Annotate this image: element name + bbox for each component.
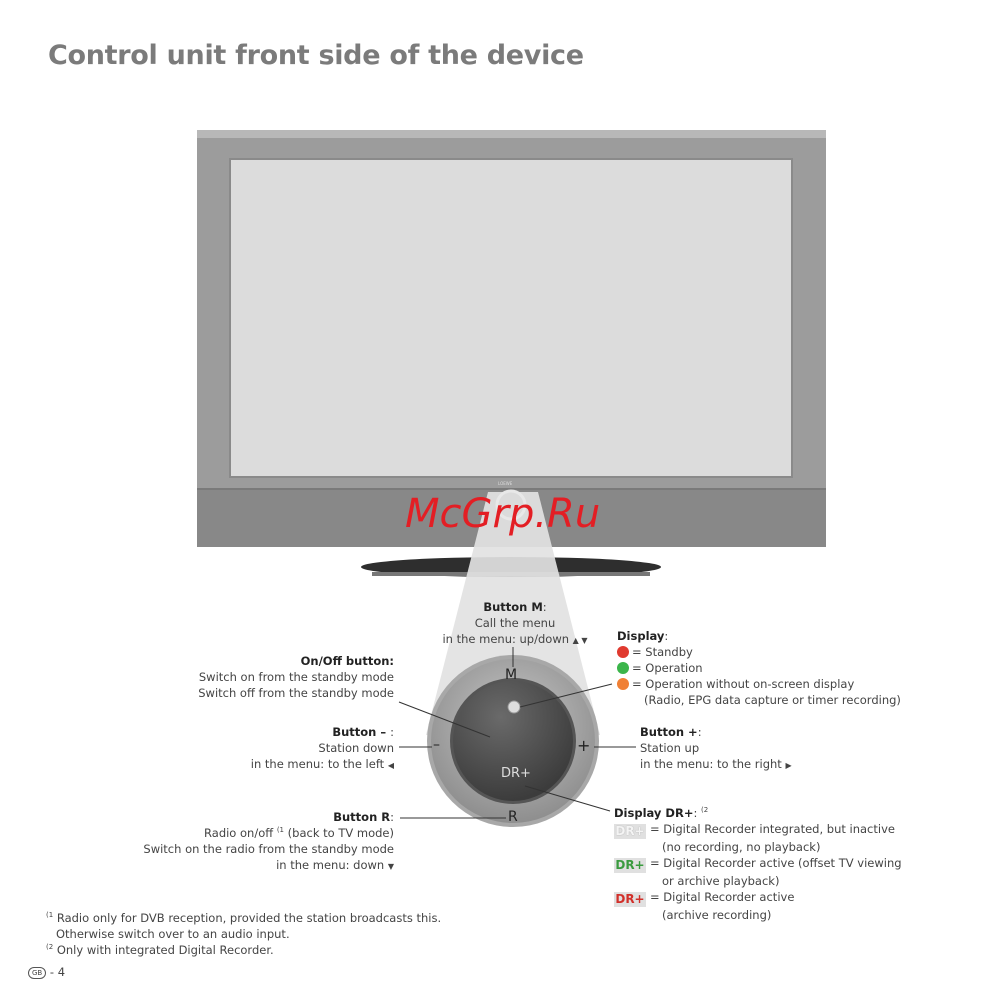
button-minus-description: Button – : Station down in the menu: to … [250,725,394,771]
button-m-description: Button M: Call the menu in the menu: up/… [442,600,588,646]
onoff-button [453,681,573,801]
tv-logo: LOEWE [498,481,513,486]
down-arrow-icon: ▼ [387,862,394,871]
button-plus-description: Button +: Station up in the menu: to the… [640,725,792,771]
button-m[interactable]: M [505,667,518,683]
button-minus[interactable]: – [433,737,440,753]
right-arrow-icon: ▶ [785,761,792,770]
up-down-arrows-icon: ▲ ▼ [572,636,588,645]
onoff-description: On/Off button: Switch on from the standb… [198,654,394,700]
dr-item-inactive: DR+= Digital Recorder integrated, but in… [614,822,895,839]
display-legend: Display: = Standby = Operation = Operati… [617,628,917,708]
watermark: McGrp.Ru [405,491,601,537]
dr-badge-green: DR+ [614,858,646,873]
red-dot-icon [617,646,629,658]
footnote-2: (2 Only with integrated Digital Recorder… [46,943,274,957]
green-dot-icon [617,662,629,674]
orange-dot-icon [617,678,629,690]
dr-display: DR+ [501,766,531,781]
button-plus[interactable]: + [577,736,591,755]
display-item-operation: = Operation [617,660,917,676]
dr-item-recording: DR+= Digital Recorder active [614,890,795,907]
page-number: GB - 4 [28,965,65,979]
button-r-description: Button R: Radio on/off (1 (back to TV mo… [143,810,394,872]
display-led [507,700,521,714]
country-badge: GB [28,967,47,979]
button-r[interactable]: R [508,809,518,825]
tv-screen [231,160,791,476]
display-dr-legend: Display DR+: (2 DR+= Digital Recorder in… [614,805,914,923]
footnote-1: (1 Radio only for DVB reception, provide… [46,911,442,941]
display-item-standby: = Standby [617,644,917,660]
control-unit [427,655,599,827]
dr-item-playback: DR+= Digital Recorder active (offset TV … [614,856,902,873]
dr-badge-inactive: DR+ [614,824,646,839]
left-arrow-icon: ◀ [387,761,394,770]
dr-badge-red: DR+ [614,892,646,907]
page-title: Control unit front side of the device [48,40,584,71]
display-item-no-osd: = Operation without on-screen display [617,676,917,692]
